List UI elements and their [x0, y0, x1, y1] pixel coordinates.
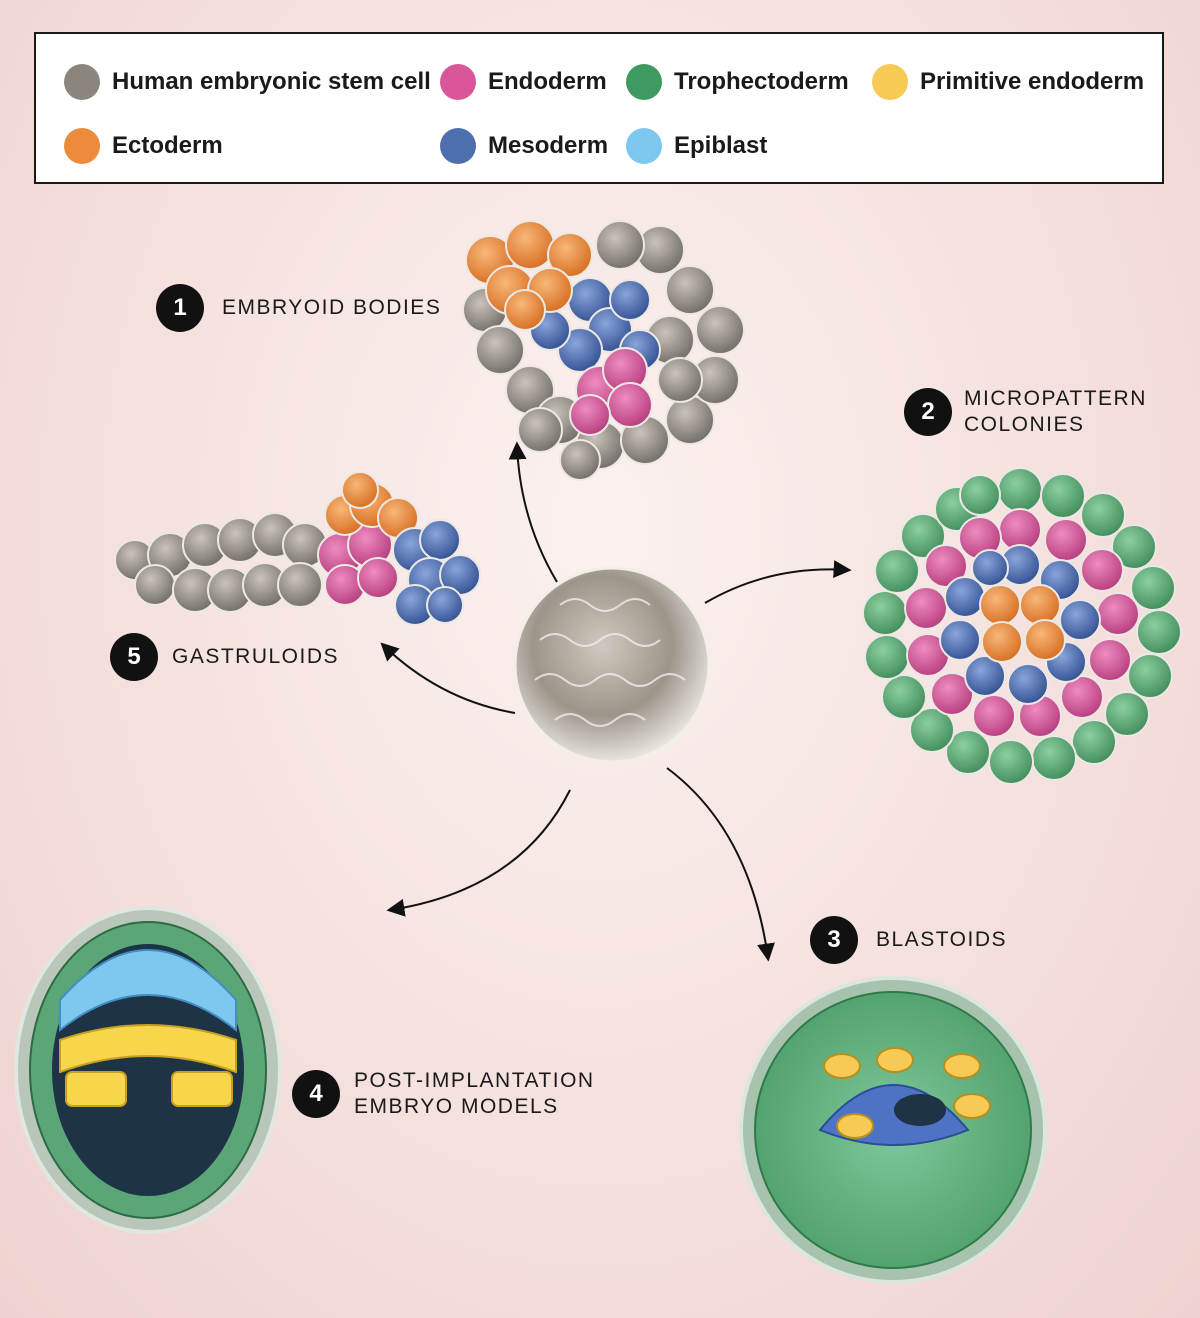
stage-label-line: GASTRULOIDS	[172, 645, 340, 668]
stage-number-badge: 3	[810, 916, 858, 964]
arrow-to-post-implantation	[386, 789, 571, 917]
legend-label: Mesoderm	[488, 132, 609, 159]
stage-number-badge: 4	[292, 1070, 340, 1118]
legend-label: Trophectoderm	[674, 68, 849, 95]
embryoid-bodies-illustration	[462, 220, 745, 481]
legend-item-trophectoderm: Trophectoderm	[626, 62, 849, 102]
stem-cell-swatch	[64, 64, 100, 100]
trophectoderm-swatch	[626, 64, 662, 100]
legend: Human embryonic stem cell Endoderm Troph…	[34, 32, 1164, 184]
stage-label-line: MICROPATTERN	[964, 387, 1147, 410]
stage-label-line: POST-IMPLANTATION	[354, 1069, 595, 1092]
stage-label: MICROPATTERN COLONIES	[964, 386, 1147, 438]
stage-blastoids: 3 BLASTOIDS	[810, 916, 1007, 964]
stage-embryoid-bodies: 1 EMBRYOID BODIES	[156, 284, 441, 332]
legend-item-ectoderm: Ectoderm	[64, 126, 223, 166]
post-implantation-illustration	[14, 906, 282, 1234]
mesoderm-swatch	[440, 128, 476, 164]
legend-label: Primitive endoderm	[920, 68, 1145, 95]
stem-cell-illustration	[513, 566, 711, 764]
legend-item-epiblast: Epiblast	[626, 126, 767, 166]
endoderm-swatch	[440, 64, 476, 100]
legend-item-endoderm: Endoderm	[440, 62, 607, 102]
stage-label: POST-IMPLANTATION EMBRYO MODELS	[354, 1068, 595, 1120]
stage-label: EMBRYOID BODIES	[222, 295, 441, 321]
stage-number-badge: 2	[904, 388, 952, 436]
stage-label: GASTRULOIDS	[172, 644, 339, 670]
stage-number-badge: 5	[110, 633, 158, 681]
legend-item-primitive-endoderm: Primitive endoderm	[872, 62, 1144, 102]
stage-label-line: COLONIES	[964, 413, 1085, 436]
ectoderm-swatch	[64, 128, 100, 164]
arrow-to-blastoids	[666, 767, 775, 962]
legend-label: Human embryonic stem cell	[112, 68, 431, 95]
stage-label-line: EMBRYOID BODIES	[222, 296, 442, 319]
stage-number-badge: 1	[156, 284, 204, 332]
stage-micropattern-colonies: 2 MICROPATTERN COLONIES	[904, 386, 1147, 438]
primitive-endoderm-swatch	[872, 64, 908, 100]
legend-item-mesoderm: Mesoderm	[440, 126, 608, 166]
stage-post-implantation: 4 POST-IMPLANTATION EMBRYO MODELS	[292, 1068, 595, 1120]
stage-label-line: EMBRYO MODELS	[354, 1095, 559, 1118]
gastruloids-illustration	[114, 471, 481, 626]
legend-label: Epiblast	[674, 132, 768, 159]
blastoid-illustration	[739, 976, 1047, 1284]
legend-item-stem-cell: Human embryonic stem cell	[64, 62, 431, 102]
stage-label-line: BLASTOIDS	[876, 928, 1007, 951]
micropattern-colonies-illustration	[862, 467, 1182, 785]
arrow-to-gastruloids	[380, 642, 516, 714]
legend-label: Endoderm	[488, 68, 607, 95]
legend-label: Ectoderm	[112, 132, 223, 159]
stage-label: BLASTOIDS	[876, 927, 1007, 953]
arrow-to-embryoid-bodies	[508, 441, 558, 583]
epiblast-swatch	[626, 128, 662, 164]
arrow-to-micropattern-colonies	[704, 560, 852, 604]
stage-gastruloids: 5 GASTRULOIDS	[110, 633, 339, 681]
